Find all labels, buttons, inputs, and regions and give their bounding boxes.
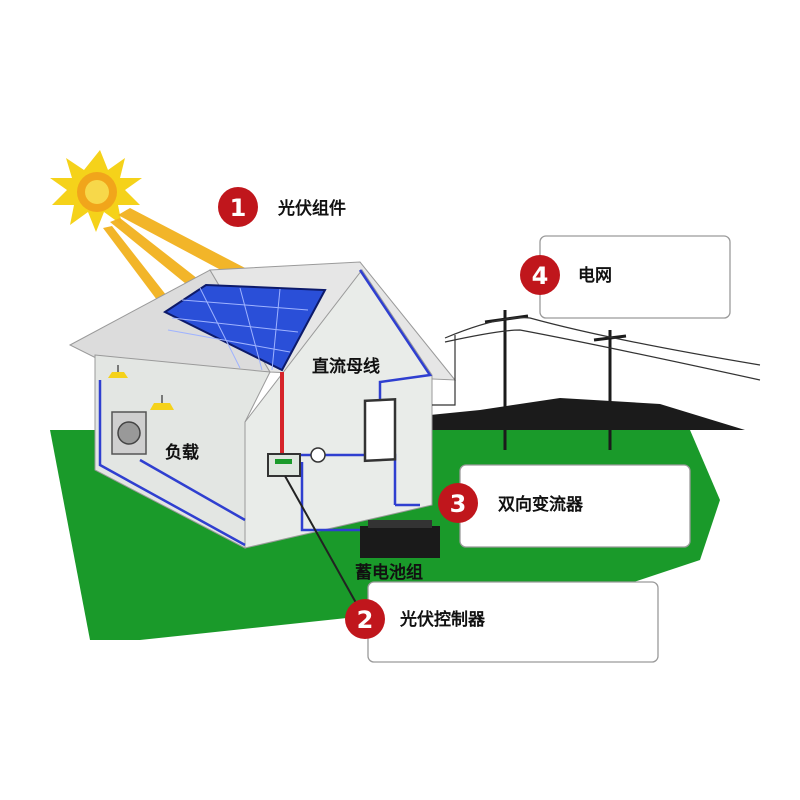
label-load: 负载 [165,442,199,463]
badge-2: 2 [345,599,385,639]
label-bidirectional-inverter: 双向变流器 [498,494,584,515]
appliance-icon [112,412,146,454]
label-grid: 电网 [578,265,612,286]
battery-icon [360,520,440,558]
meter-icon [311,448,325,462]
svg-text:4: 4 [532,262,549,290]
label-pv-modules: 光伏组件 [277,198,346,219]
distant-hill [380,398,745,430]
inverter-device [365,399,395,461]
grid-label-box [540,236,730,318]
pv-controller-device [268,454,300,476]
svg-text:2: 2 [357,606,374,634]
badge-4: 4 [520,255,560,295]
label-pv-controller: 光伏控制器 [399,609,486,630]
label-dc-bus: 直流母线 [312,356,380,377]
badge-3: 3 [438,483,478,523]
svg-text:1: 1 [230,194,247,222]
power-lines [432,318,760,405]
label-battery-bank: 蓄电池组 [355,562,423,583]
badge-1: 1 [218,187,258,227]
svg-text:3: 3 [450,490,467,518]
